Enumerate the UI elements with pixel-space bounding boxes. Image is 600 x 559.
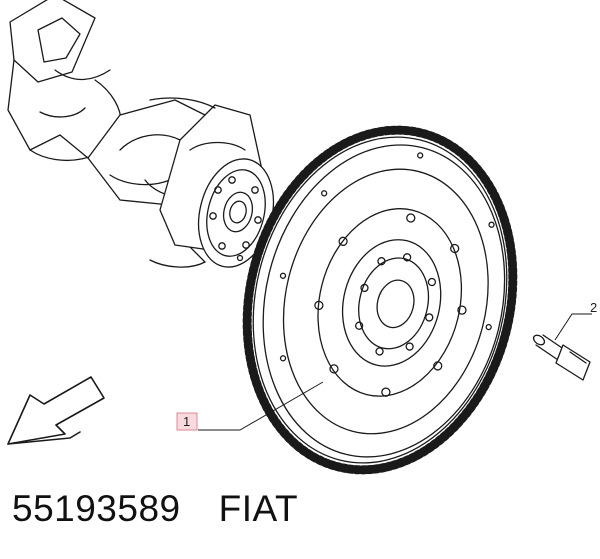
crankshaft	[7, 0, 275, 268]
callout-2: 2	[554, 300, 597, 341]
callout-1-leader	[198, 381, 324, 431]
flywheel	[242, 125, 518, 475]
callout-1-box	[176, 412, 198, 431]
callout-2-leader	[554, 313, 592, 341]
part-number: 55193589	[12, 488, 181, 529]
direction-arrow	[7, 376, 105, 445]
callout-2-label: 2	[590, 300, 597, 315]
flywheel-bolt	[532, 334, 591, 381]
callout-1-label: 1	[183, 414, 190, 429]
callout-1: 1	[176, 381, 324, 431]
brand-name: FIAT	[218, 488, 299, 529]
part-caption: 55193589 FIAT	[12, 488, 298, 530]
